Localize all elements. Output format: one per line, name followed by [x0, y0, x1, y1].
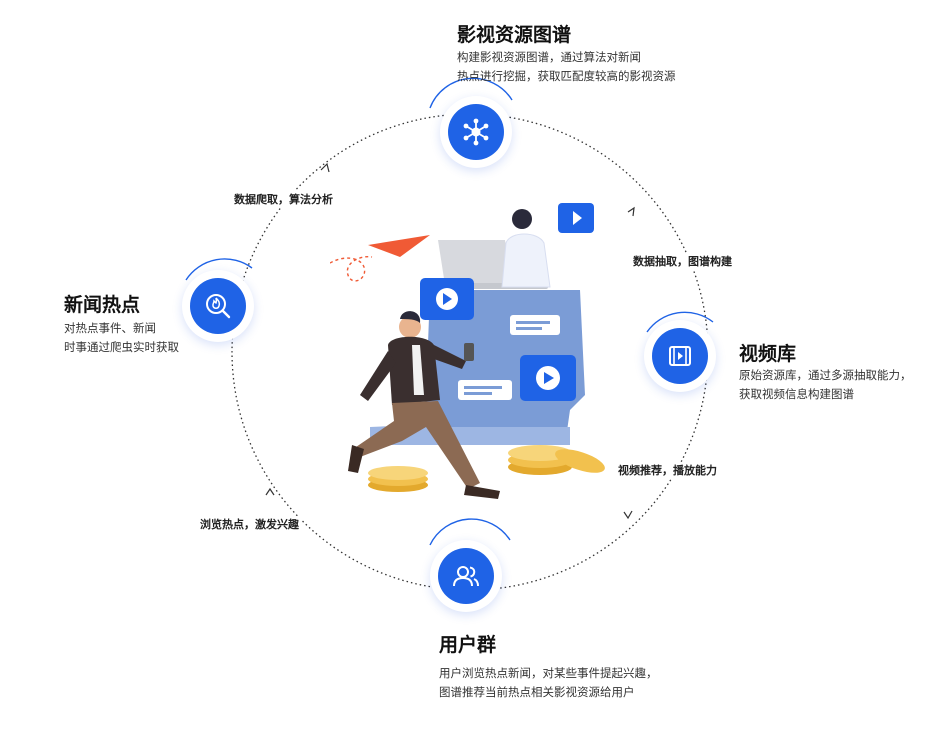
woman-body: [501, 233, 551, 288]
coin-stack-right: [508, 445, 605, 475]
node-desc-news-hotspot-line1: 对热点事件、新闻: [64, 321, 156, 335]
edge-label-top-to-right: 数据抽取，图谱构建: [631, 253, 734, 269]
text-line: [516, 327, 542, 330]
play-icon: [573, 211, 582, 225]
node-title-user-group: 用户群: [439, 634, 497, 656]
text-line: [516, 321, 550, 324]
video-film-icon: [652, 328, 708, 384]
users-icon: [438, 548, 494, 604]
arrow-left-to-top: [320, 162, 330, 173]
paper-plane-icon: [368, 235, 430, 257]
node-desc-video-library-line1: 原始资源库，通过多源抽取能力，: [739, 368, 912, 382]
bottom-node-arc: [429, 518, 511, 546]
node-title-video-library: 视频库: [739, 343, 797, 365]
node-desc-video-library-line2: 获取视频信息构建图谱: [739, 387, 854, 401]
laptop: [438, 240, 512, 285]
arrow-right-to-bottom: [623, 510, 633, 520]
play-triangle: [544, 372, 554, 384]
node-desc-user-group-line1: 用户浏览热点新闻，对某些事件提起兴趣，: [439, 666, 658, 680]
right-node-arc: [646, 311, 714, 333]
woman-head: [512, 209, 532, 229]
node-desc-resource-graph-line2: 热点进行挖掘，获取匹配度较高的影视资源: [457, 69, 676, 83]
node-video-library: [644, 320, 716, 392]
text-card-top: [510, 315, 560, 335]
text-line: [464, 392, 492, 395]
node-desc-user-group-line2: 图谱推荐当前热点相关影视资源给用户: [439, 685, 635, 699]
node-desc-news-hotspot-line2: 时事通过爬虫实时获取: [64, 340, 179, 354]
node-news-hotspot: [182, 270, 254, 342]
edge-label-right-to-bottom: 视频推荐，播放能力: [616, 462, 719, 478]
top-node-arc: [429, 77, 513, 109]
plane-trail: [330, 256, 373, 282]
node-user-group: [430, 540, 502, 612]
center-illustration: [330, 203, 605, 499]
phone-icon: [464, 343, 474, 361]
node-title-news-hotspot: 新闻热点: [64, 294, 141, 316]
left-node-arc: [185, 258, 253, 281]
panel-base: [370, 427, 570, 445]
arrow-bottom-to-left: [265, 487, 275, 496]
edge-label-left-to-top: 数据爬取，算法分析: [232, 191, 335, 207]
graph-network-icon: [448, 104, 504, 160]
node-desc-resource-graph-line1: 构建影视资源图谱，通过算法对新闻: [457, 50, 641, 64]
running-man: [348, 311, 500, 499]
coin-stack-left: [368, 466, 428, 492]
text-card-mid: [458, 380, 512, 400]
arrow-top-to-right: [627, 206, 635, 217]
play-triangle: [443, 293, 452, 305]
edge-label-bottom-to-left: 浏览热点，激发兴趣: [198, 516, 301, 532]
hot-search-icon: [190, 278, 246, 334]
text-line: [464, 386, 502, 389]
node-title-resource-graph: 影视资源图谱: [457, 24, 572, 46]
node-resource-graph: [440, 96, 512, 168]
